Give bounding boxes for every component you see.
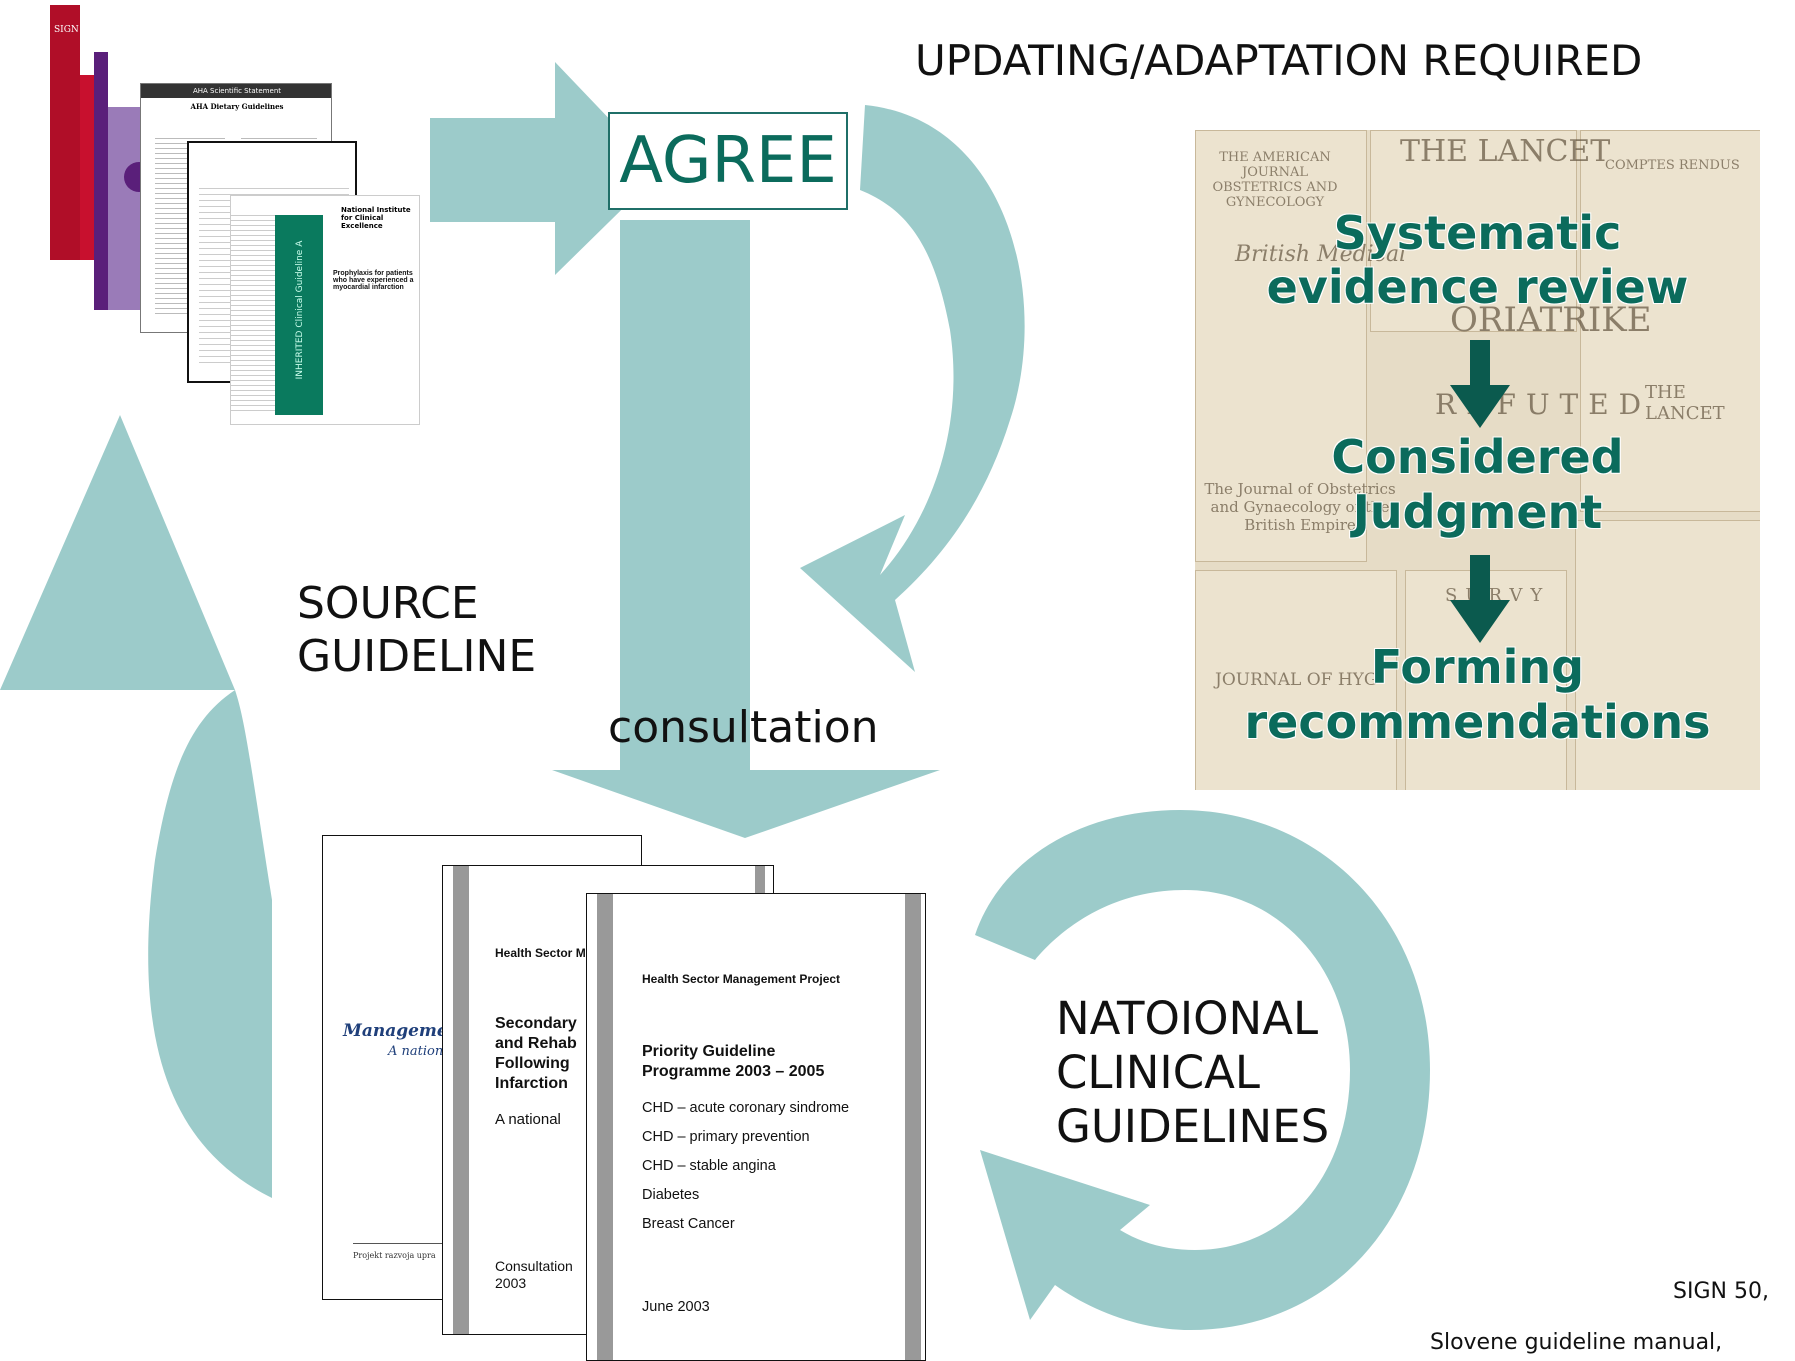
national-guidelines-label: NATOIONAL CLINICAL GUIDELINES bbox=[1056, 992, 1330, 1153]
doc3-title: Priority Guideline Programme 2003 – 2005 bbox=[642, 1043, 825, 1080]
step-systematic: Systematic bbox=[1333, 206, 1622, 260]
list-item: CHD – primary prevention bbox=[642, 1129, 810, 1145]
bg-ajog: THE AMERICAN JOURNAL OBSTETRICS AND GYNE… bbox=[1212, 150, 1338, 210]
bg-jog: The Journal of Obstetrics and Gynaecolog… bbox=[1204, 480, 1396, 534]
footer-manual: Slovene guideline manual, bbox=[1430, 1330, 1723, 1355]
down-arrow-icon bbox=[1450, 340, 1510, 428]
step-judgment: Judgment bbox=[1352, 485, 1603, 539]
national-cycle-arrow bbox=[975, 810, 1430, 1330]
doc2-title: Secondary and Rehab Following Infarction bbox=[495, 1015, 577, 1092]
national-doc-3: Health Sector Management Project Priorit… bbox=[586, 893, 926, 1361]
step-considered: Considered bbox=[1331, 430, 1624, 484]
doc3-header: Health Sector Management Project bbox=[642, 972, 841, 986]
list-item: CHD – acute coronary sindrome bbox=[642, 1100, 850, 1116]
consultation-label: consultation bbox=[608, 702, 879, 753]
nice-green-band: INHERITED Clinical Guideline A bbox=[275, 215, 323, 415]
step-evidence-review: evidence review bbox=[1266, 260, 1689, 314]
arrow-to-agree bbox=[430, 62, 660, 275]
curved-update-arrow bbox=[800, 105, 1025, 672]
bg-oriatrike: ORIATRIKE bbox=[1450, 300, 1652, 340]
evidence-panel: THE LANCET THE AMERICAN JOURNAL OBSTETRI… bbox=[1195, 130, 1760, 790]
nice-title: Prophylaxis for patients who have experi… bbox=[333, 270, 414, 291]
step-forming: Forming bbox=[1370, 640, 1585, 694]
doc3-items: CHD – acute coronary sindrome CHD – prim… bbox=[642, 1094, 849, 1239]
down-arrow-icon bbox=[1450, 555, 1510, 643]
arrow-back-to-source bbox=[0, 415, 272, 1198]
bg-bmj: British Medical bbox=[1235, 242, 1407, 267]
nice-leaflet: National Institute for Clinical Excellen… bbox=[230, 195, 420, 425]
step-recommendations: recommendations bbox=[1244, 695, 1711, 749]
bg-hygiene: JOURNAL OF HYG bbox=[1215, 670, 1378, 690]
sign-logo: SIGN bbox=[54, 25, 79, 35]
source-guideline-label: SOURCE GUIDELINE bbox=[297, 578, 537, 682]
list-item: Diabetes bbox=[642, 1187, 700, 1203]
list-item: Breast Cancer bbox=[642, 1216, 735, 1232]
source-documents: SIGN AHA Scientific Statement AHA Dietar… bbox=[50, 5, 422, 425]
list-item: CHD – stable angina bbox=[642, 1158, 776, 1174]
bg-comptes: COMPTES RENDUS bbox=[1605, 158, 1740, 173]
page-title: UPDATING/ADAPTATION REQUIRED bbox=[915, 36, 1643, 85]
bg-lancet-1: THE LANCET bbox=[1400, 134, 1611, 169]
bg-lancet-2: THE LANCET bbox=[1645, 382, 1725, 424]
doc3-date: June 2003 bbox=[642, 1299, 710, 1315]
doc2-footer: Consultation 2003 bbox=[495, 1258, 573, 1291]
arrow-down-consultation bbox=[552, 220, 940, 838]
footer-sign: SIGN 50, bbox=[1673, 1279, 1769, 1304]
agree-label: AGREE bbox=[619, 124, 837, 198]
agree-box: AGREE bbox=[608, 112, 848, 210]
